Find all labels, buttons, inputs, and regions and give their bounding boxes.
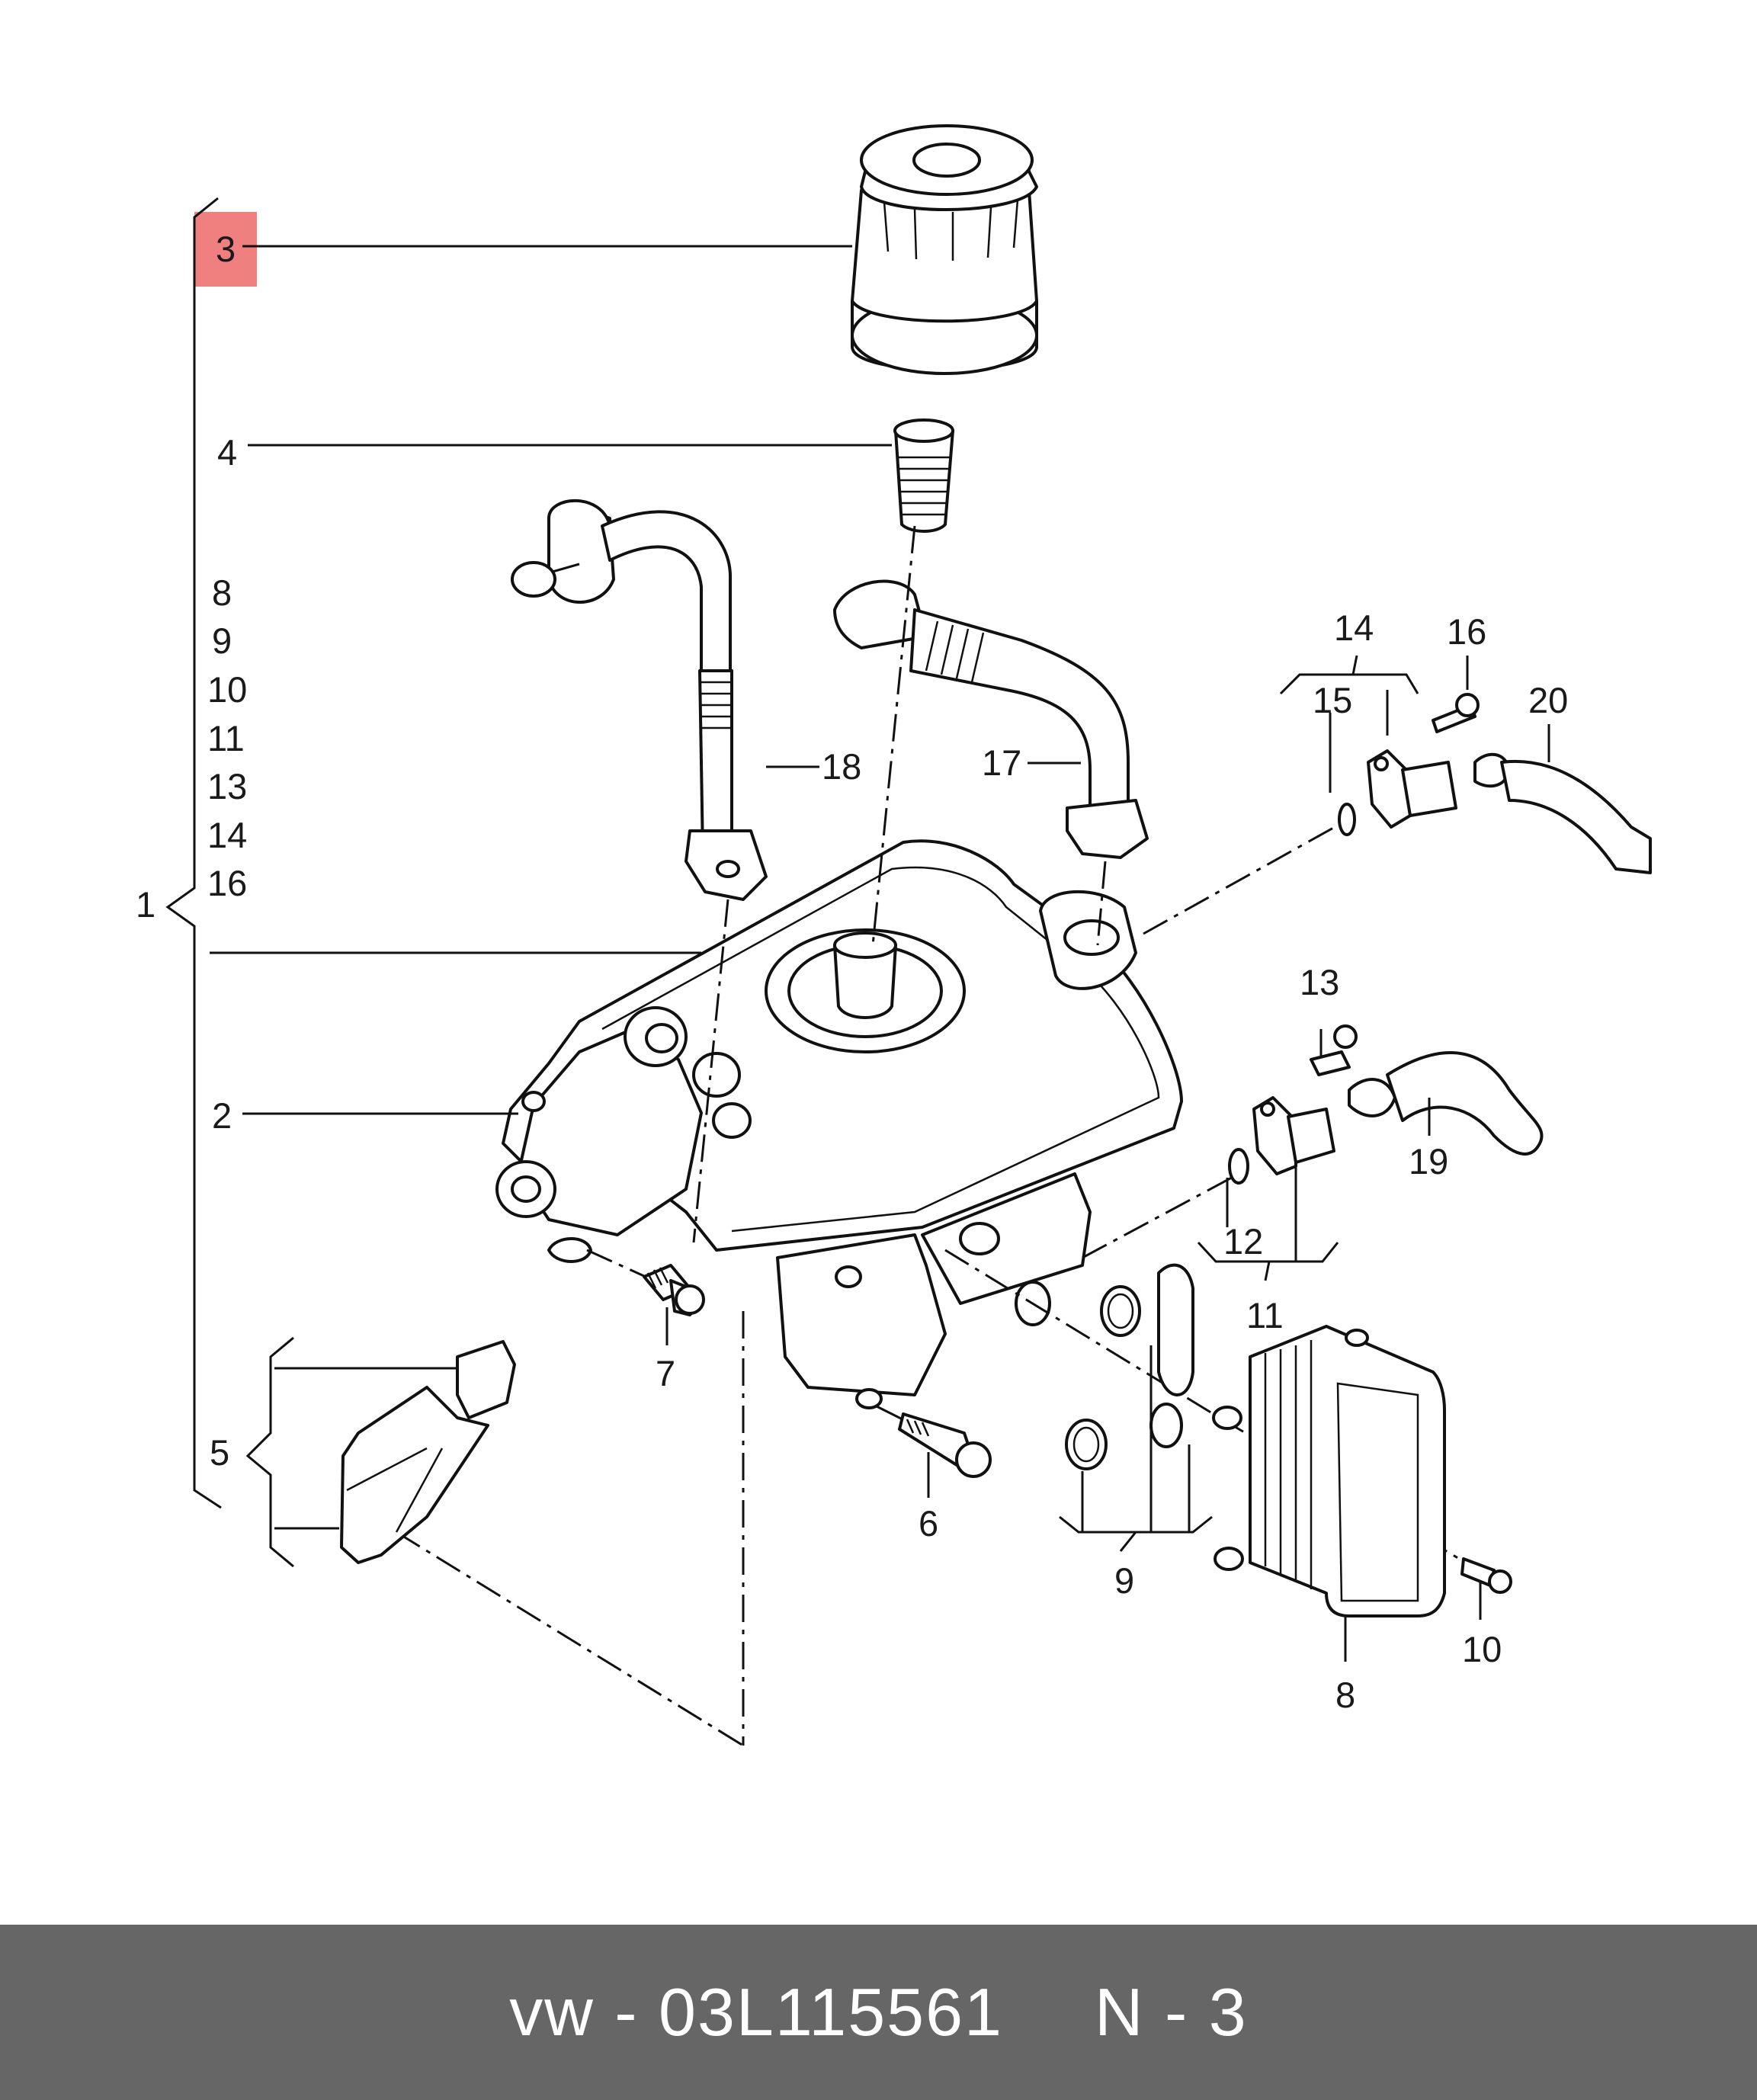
- axis-union-11: [1082, 1172, 1239, 1259]
- callout-20[interactable]: 20: [1528, 680, 1568, 720]
- axis-right-union: [1143, 822, 1342, 935]
- axis-pipe-18: [692, 899, 729, 1243]
- footer-bar: vw - 03L115561 N - 3: [0, 1925, 1757, 2100]
- callout-4[interactable]: 4: [217, 432, 237, 473]
- kit-bracket: [165, 197, 222, 1509]
- bolt-7: [643, 1264, 705, 1316]
- oil-cooler: [1212, 1325, 1446, 1617]
- diagram-position: N - 3: [1095, 1974, 1248, 2050]
- filter-housing: [495, 839, 1183, 1409]
- callout-9[interactable]: 9: [1114, 1560, 1134, 1601]
- bracket-9: [1059, 1345, 1213, 1552]
- axis-filter: [871, 525, 916, 946]
- axis-bolt-6: [876, 1405, 923, 1431]
- callout-6[interactable]: 6: [919, 1503, 938, 1544]
- axis-bolt-7: [586, 1249, 672, 1290]
- bracket-5: [245, 1336, 294, 1568]
- callout-12[interactable]: 12: [1223, 1221, 1263, 1262]
- callout-17[interactable]: 17: [982, 742, 1021, 783]
- kit-item-11: 11: [207, 718, 245, 758]
- kit-item-9: 9: [212, 620, 232, 661]
- seals-9: [1065, 1263, 1194, 1470]
- kit-item-8: 8: [212, 572, 232, 613]
- highlight-box: [194, 212, 257, 287]
- union-assembly-14: [1338, 693, 1652, 874]
- callout-14[interactable]: 14: [1334, 608, 1374, 648]
- bolt-10: [1460, 1557, 1512, 1594]
- callout-8[interactable]: 8: [1335, 1675, 1355, 1715]
- part-number: vw - 03L115561: [509, 1974, 1003, 2050]
- callout-13[interactable]: 13: [1300, 962, 1339, 1002]
- bracket-11: [1197, 1166, 1339, 1281]
- kit-item-10: 10: [207, 669, 247, 710]
- callout-19[interactable]: 19: [1409, 1141, 1448, 1181]
- callout-11[interactable]: 11: [1246, 1295, 1284, 1335]
- union-assembly-11: [1228, 1024, 1544, 1185]
- callout-2[interactable]: 2: [212, 1095, 232, 1136]
- callout-15[interactable]: 15: [1313, 680, 1352, 720]
- bracket-14: [1279, 655, 1419, 793]
- callout-16[interactable]: 16: [1447, 611, 1486, 652]
- axis-cooler: [944, 1249, 1220, 1419]
- callout-1[interactable]: 1: [136, 884, 156, 925]
- bolt-6: [898, 1412, 992, 1478]
- callout-3[interactable]: 3: [216, 229, 236, 269]
- pipe-17: [833, 579, 1149, 859]
- callout-18[interactable]: 18: [822, 746, 861, 787]
- kit-item-13: 13: [207, 766, 247, 806]
- gasket-5: [340, 1340, 516, 1564]
- axis-pipe-17: [1096, 861, 1107, 946]
- callout-7[interactable]: 7: [656, 1353, 675, 1393]
- callout-10[interactable]: 10: [1462, 1629, 1502, 1669]
- pipe-18: [511, 499, 768, 901]
- axis-gasket-5: [396, 1531, 744, 1747]
- kit-item-16: 16: [207, 863, 247, 903]
- exploded-parts-diagram: 3 1 8 9 10 11 13 14 16 4 18: [136, 124, 1652, 1747]
- callout-5[interactable]: 5: [210, 1432, 229, 1473]
- kit-item-14: 14: [207, 815, 247, 855]
- oil-filter: [851, 124, 1038, 375]
- threaded-stud: [893, 418, 954, 533]
